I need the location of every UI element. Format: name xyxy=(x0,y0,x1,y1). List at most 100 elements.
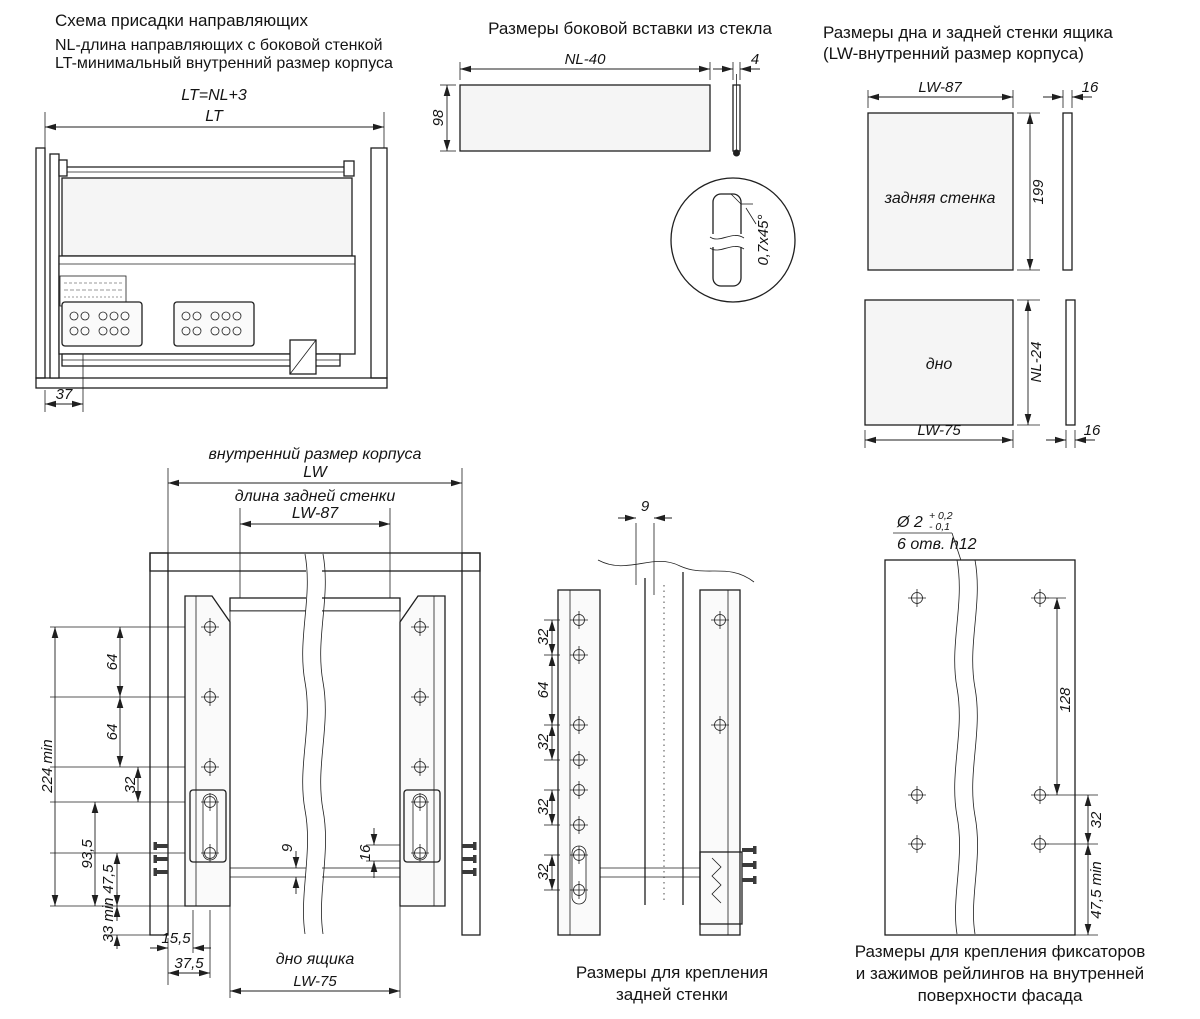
backwall-caption-1: Размеры для крепления xyxy=(576,963,768,982)
section-backwall-drilling: 9 32 64 xyxy=(535,498,768,1004)
facade-caption-3: поверхности фасада xyxy=(918,986,1083,1005)
dim-128-value: 128 xyxy=(1057,687,1074,713)
back-panel xyxy=(867,112,1014,271)
dim-back-height-value: 199 xyxy=(1030,179,1047,205)
mounting-bracket-right xyxy=(173,301,255,347)
bottom-panel-label: дно xyxy=(926,356,953,373)
facade-dims: 128 32 47,5 min xyxy=(1046,597,1105,936)
glass-panel xyxy=(459,84,711,152)
dim-lw87-value: LW-87 xyxy=(292,505,339,522)
dim-16-plan-value: 16 xyxy=(357,844,374,861)
dim-lt: LT xyxy=(44,108,385,148)
dim-9-back-value: 9 xyxy=(641,498,650,515)
drawer-side-view xyxy=(35,147,388,389)
dim-bottom-width: LW-75 xyxy=(864,422,1014,448)
dim-bottom-length: NL-24 xyxy=(1017,299,1045,426)
dim-9-back: 9 xyxy=(618,498,672,595)
hole-diameter: Ø 2 xyxy=(896,514,923,531)
dim-64b-value: 64 xyxy=(104,724,121,741)
glass-side-insert xyxy=(61,177,353,257)
section-glass-insert: Размеры боковой вставки из стекла NL-40 … xyxy=(430,19,796,303)
dim-4-value: 4 xyxy=(751,51,759,68)
dim-nl40-value: NL-40 xyxy=(565,51,607,68)
section-cabinet-drilling: внутренний размер корпуса LW длина задне… xyxy=(39,446,481,998)
dim-9-plan: 9 xyxy=(279,843,300,894)
break-line-top xyxy=(597,559,755,583)
spring-clip xyxy=(711,857,722,904)
dim-98-value: 98 xyxy=(430,109,447,126)
mounting-bracket-left xyxy=(61,301,143,347)
backwall-dim-chain: 32 64 32 32 32 xyxy=(535,619,560,891)
dim-bottom-thickness: 16 xyxy=(1046,422,1101,448)
panels-title-2: (LW-внутренний размер корпуса) xyxy=(823,44,1084,63)
front-bracket-right xyxy=(403,789,441,863)
bw-dim-64: 64 xyxy=(535,682,552,699)
dim-lw75-value: LW-75 xyxy=(293,973,337,990)
dim-32-value: 32 xyxy=(122,776,139,793)
detail-marker-dot xyxy=(733,149,740,157)
bw-dim-32a: 32 xyxy=(535,628,552,645)
inner-size-label: внутренний размер корпуса xyxy=(209,446,422,463)
dim-33min-value: 33 min xyxy=(100,897,117,942)
dim-bottom-thickness-value: 16 xyxy=(1084,422,1101,439)
backwall-caption-2: задней стенки xyxy=(616,985,728,1004)
rail-right xyxy=(699,589,741,936)
section-slide-scheme: Схема присадки направляющих NL-длина нап… xyxy=(35,11,393,412)
dim-lw-value: LW xyxy=(303,464,328,481)
dim-98: 98 xyxy=(430,84,456,152)
dim-375-value: 37,5 xyxy=(174,955,204,972)
backwall-view xyxy=(557,559,757,936)
dim-back-thickness: 16 xyxy=(1043,79,1099,108)
scheme-title: Схема присадки направляющих xyxy=(55,11,309,30)
chamfer-detail: 0,7x45° xyxy=(670,177,796,303)
chamfer-value: 0,7x45° xyxy=(755,214,772,265)
dim-155-value: 15,5 xyxy=(161,930,191,947)
dim-bottom-width-value: LW-75 xyxy=(917,422,961,439)
bottom-panel xyxy=(864,299,1014,426)
back-length-label: длина задней стенки xyxy=(235,488,396,505)
left-dim-chain: 64 64 32 224 min 93,5 47,5 33 min xyxy=(39,626,185,949)
scheme-note-nl: NL-длина направляющих с боковой стенкой xyxy=(55,37,383,54)
dim-bottom-length-value: NL-24 xyxy=(1028,342,1045,383)
bottom-label: дно ящика xyxy=(276,951,355,968)
dim-lw xyxy=(167,468,463,553)
scheme-note-lt: LT-минимальный внутренний размер корпуса xyxy=(55,55,393,72)
lock-bracket xyxy=(699,851,743,925)
panels-title-1: Размеры дна и задней стенки ящика xyxy=(823,23,1113,42)
facade-break-line xyxy=(954,559,978,935)
dim-4: 4 xyxy=(713,51,760,80)
dim-475min-value: 47,5 min xyxy=(1088,861,1105,919)
dim-lt-value: LT xyxy=(205,108,224,125)
facade-dim-32-value: 32 xyxy=(1088,811,1105,828)
dim-37-value: 37 xyxy=(56,386,73,403)
dim-935-value: 93,5 xyxy=(79,839,96,869)
tolerance-plus: + 0,2 xyxy=(929,510,953,522)
drawer-front-panel xyxy=(49,153,60,379)
dim-9-plan-value: 9 xyxy=(279,843,296,852)
bottom-dim-chain: 15,5 37,5 дно ящика LW-75 xyxy=(150,880,401,998)
section-panels: Размеры дна и задней стенки ящика (LW-вн… xyxy=(823,23,1113,448)
dim-back-height: 199 xyxy=(1017,112,1047,271)
dim-64a-value: 64 xyxy=(104,654,121,671)
back-panel-label: задняя стенка xyxy=(884,190,996,207)
bottom-panel-edge-view xyxy=(1065,299,1076,426)
dim-224min-value: 224 min xyxy=(39,739,56,793)
glass-title: Размеры боковой вставки из стекла xyxy=(488,19,772,38)
front-bracket-left xyxy=(189,789,227,863)
dim-back-width-value: LW-87 xyxy=(918,79,962,96)
bw-dim-32d: 32 xyxy=(535,863,552,880)
holes-note: 6 отв. h12 xyxy=(897,536,977,553)
label-plate xyxy=(59,275,127,307)
back-panel-edge-view xyxy=(1062,112,1073,271)
dim-nl40: NL-40 xyxy=(459,51,711,80)
facade-panel xyxy=(884,559,1076,936)
dim-16-plan: 16 xyxy=(357,828,400,878)
tolerance-minus: - 0,1 xyxy=(929,521,950,533)
break-line xyxy=(302,553,326,935)
bw-dim-32b: 32 xyxy=(535,733,552,750)
dim-475-value: 47,5 xyxy=(100,864,117,894)
dim-back-thickness-value: 16 xyxy=(1082,79,1099,96)
scheme-formula: LT=NL+3 xyxy=(181,87,247,104)
section-facade-drilling: Ø 2 + 0,2 - 0,1 6 отв. h12 128 32 47,5 m… xyxy=(855,510,1146,1005)
bw-dim-32c: 32 xyxy=(535,798,552,815)
